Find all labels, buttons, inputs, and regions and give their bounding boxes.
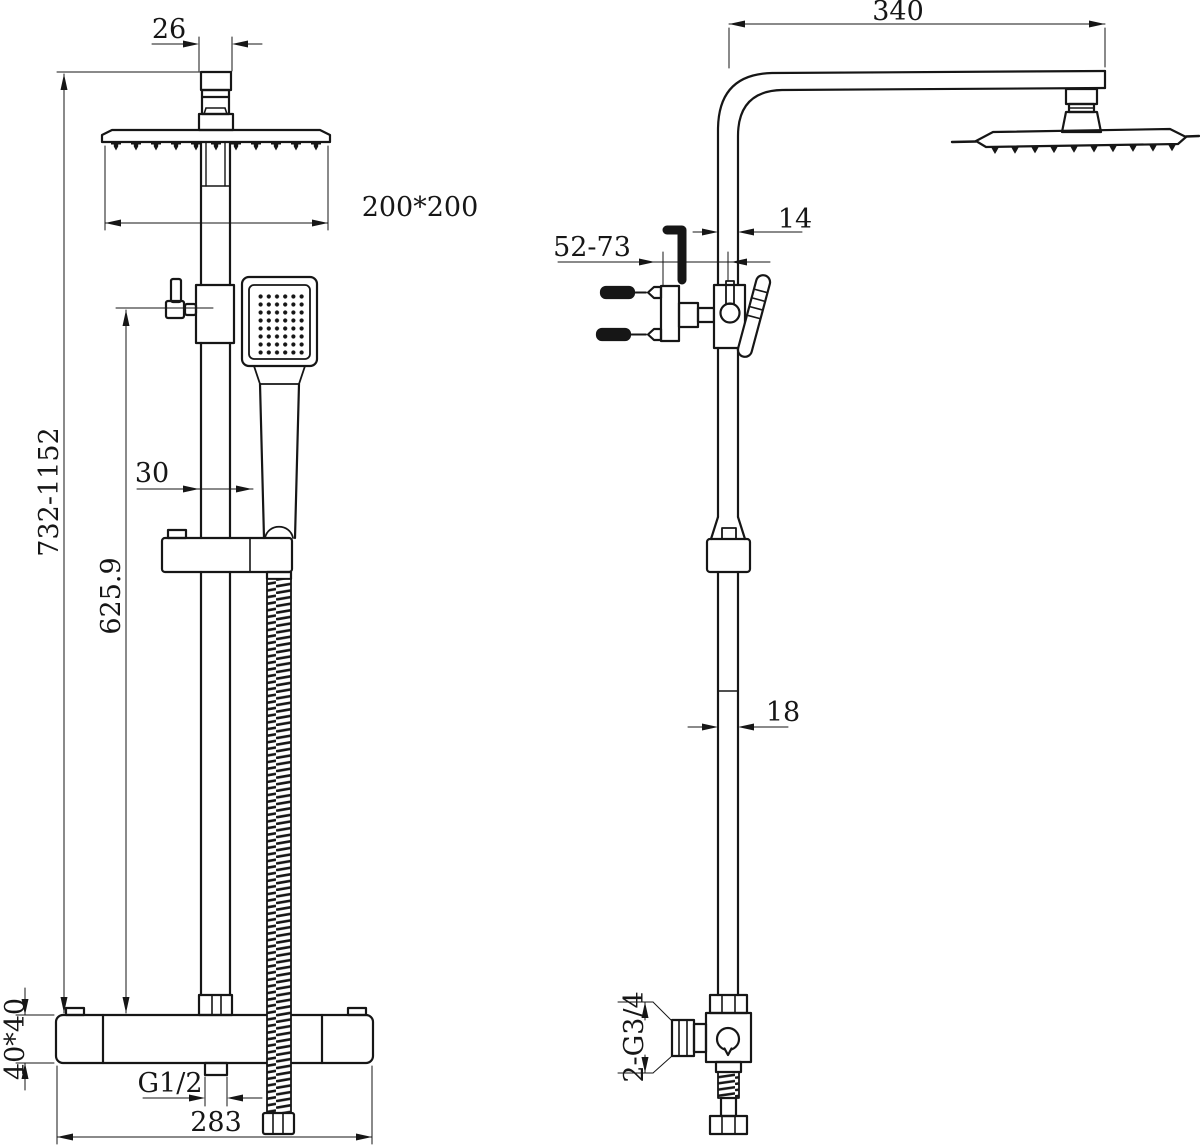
- dim-arm-pipe-width-label: 14: [778, 204, 812, 235]
- dim-overall-height-range-label: 732-1152: [34, 427, 65, 556]
- dim-overall-height-range: 732-1152: [34, 71, 202, 1014]
- dim-pipe-diameter-label: 18: [766, 697, 800, 728]
- top-inlet-connector: [197, 70, 235, 132]
- dim-pipe-to-handle-offset: 30: [135, 458, 254, 493]
- dim-valve-body-section-label: 40*40: [0, 998, 31, 1080]
- pipe-base-nut: [197, 993, 234, 1077]
- rain-shower-head-front: [100, 128, 332, 151]
- diverter-assembly: [164, 277, 236, 345]
- rain-head-nozzles: [111, 142, 321, 151]
- dim-head-size-label: 200*200: [362, 192, 479, 223]
- g12-outlet-stub: [203, 1061, 229, 1077]
- wall-hook-glyph: [662, 225, 687, 285]
- hand-shower: [240, 275, 319, 540]
- dim-riser-height-label: 625.9: [96, 557, 127, 634]
- dim-outlet-thread-label: G1/2: [137, 1068, 202, 1099]
- dim-pipe-cap-width: 26: [151, 14, 263, 72]
- front-dimensions: 26 200*200 30: [0, 14, 479, 1145]
- riser-pipe-side: [709, 346, 747, 997]
- dim-riser-height: 625.9: [96, 307, 214, 1014]
- front-view: 26 200*200 30: [0, 14, 479, 1145]
- shower-hose-front: [261, 570, 296, 1136]
- shower-arm-side: [716, 69, 1107, 287]
- mixer-valve-side: [670, 993, 753, 1136]
- thermostatic-mixer-bar: [54, 1006, 375, 1065]
- bracket-lock-lever: [736, 274, 772, 358]
- dim-head-size: 200*200: [104, 145, 479, 231]
- dim-valve-width: 283: [56, 1065, 373, 1145]
- hand-shower-spray-face: [256, 292, 306, 355]
- inlet-hose-ribs: [717, 1071, 740, 1099]
- dim-outlet-thread: G1/2: [137, 1068, 263, 1107]
- dim-arm-pipe-width: 14: [692, 204, 812, 236]
- dim-inlet-threads-label: 2-G3/4: [619, 991, 650, 1082]
- dim-arm-reach: 340: [728, 0, 1106, 69]
- dim-arm-reach-label: 340: [872, 0, 924, 27]
- wall-bracket: [595, 225, 772, 358]
- wall-screw-top: [599, 285, 636, 300]
- dim-pipe-to-handle-offset-label: 30: [135, 458, 169, 489]
- dim-inlet-threads: 2-G3/4: [617, 991, 673, 1083]
- dim-pipe-diameter: 18: [687, 697, 800, 731]
- dim-wall-clearance-range-label: 52-73: [553, 232, 631, 263]
- dim-wall-clearance-range: 52-73: [553, 232, 771, 286]
- dim-pipe-cap-width-label: 26: [152, 14, 186, 45]
- slider-bracket-side: [705, 527, 752, 574]
- rain-shower-head-side: [950, 87, 1200, 154]
- dim-valve-width-label: 283: [190, 1107, 242, 1138]
- dim-valve-body-section: 40*40: [0, 987, 55, 1091]
- slider-bracket-front: [160, 528, 294, 574]
- riser-pipe-front: [199, 141, 232, 997]
- wall-screw-bottom: [595, 327, 632, 342]
- side-view: 340 14 52-73: [553, 0, 1200, 1136]
- side-dimensions: 340 14 52-73: [553, 0, 1106, 1083]
